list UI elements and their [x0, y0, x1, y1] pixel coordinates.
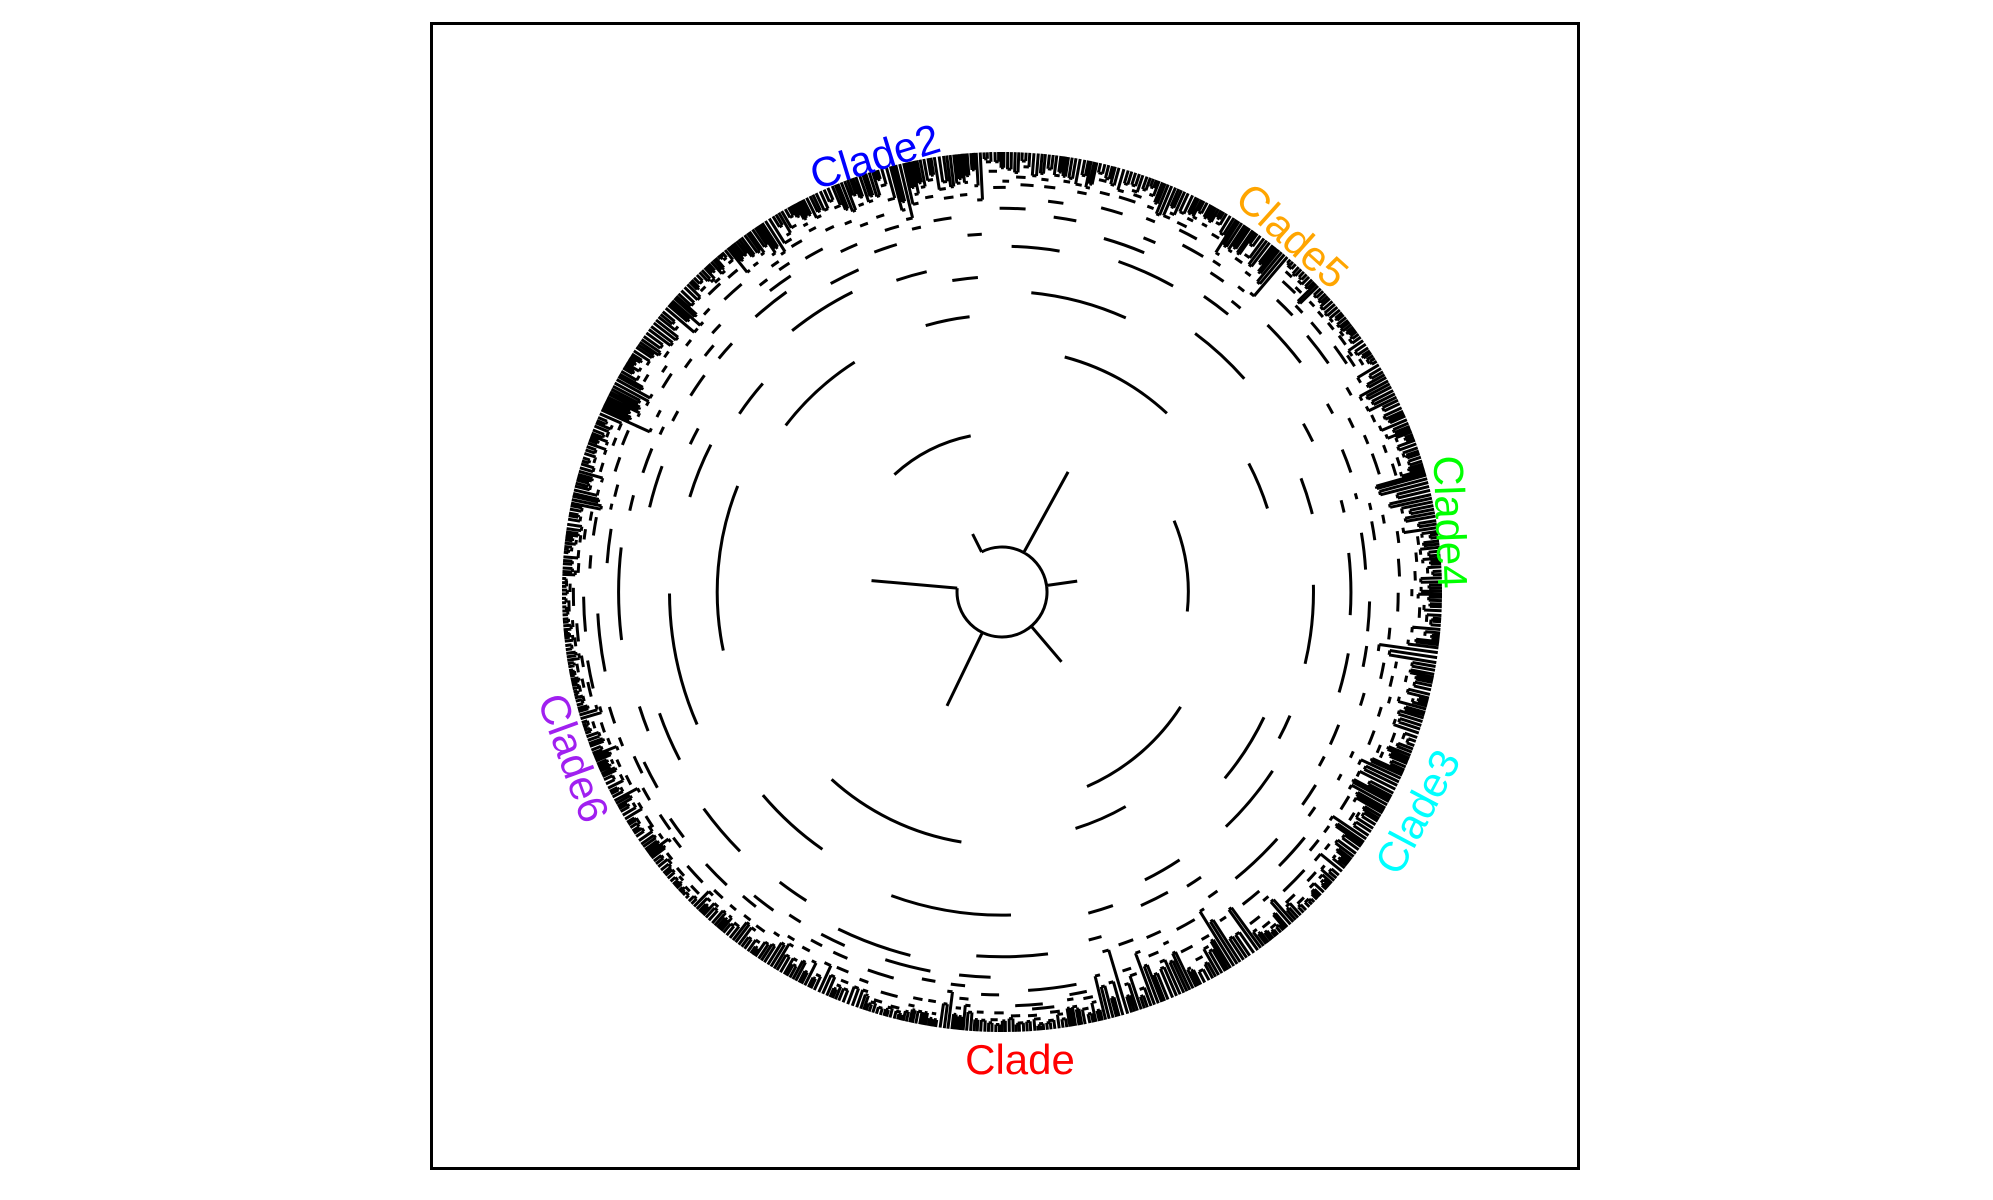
plot-frame	[430, 22, 1580, 1170]
tree-branches	[562, 151, 1443, 1033]
clade-label-clade: Clade	[965, 1036, 1075, 1083]
clade-label-clade4: Clade4	[1424, 454, 1477, 590]
